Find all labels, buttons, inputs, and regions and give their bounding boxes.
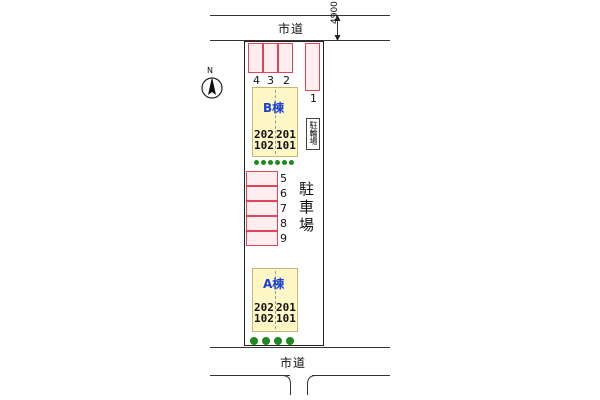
parking-area-label: 駐車場 xyxy=(297,181,315,235)
building-a-name: A棟 xyxy=(263,277,285,291)
parking-stall-8 xyxy=(246,216,278,231)
building-b-divider xyxy=(275,90,276,154)
tree-icon xyxy=(289,160,294,165)
stall-number: 7 xyxy=(280,202,287,215)
top-road-edge-lower xyxy=(210,40,390,41)
tree-icon xyxy=(282,160,287,165)
stall-number: 8 xyxy=(280,217,287,230)
building-b-name: B棟 xyxy=(263,101,285,115)
top-road-label: 市道 xyxy=(278,22,305,36)
bottom-road-label: 市道 xyxy=(280,356,307,370)
unit-number: 101 xyxy=(276,312,296,325)
bottom-road-corner-right xyxy=(307,375,316,395)
north-compass-icon xyxy=(201,77,223,99)
bottom-road-edge-lower-right xyxy=(312,375,390,376)
stall-number: 3 xyxy=(267,74,274,87)
bottom-road-edge-lower-left xyxy=(210,375,290,376)
unit-number: 102 xyxy=(254,312,274,325)
stall-number: 4 xyxy=(253,74,260,87)
dimension-line xyxy=(337,15,338,41)
tree-icon xyxy=(286,337,294,345)
parking-stall-2 xyxy=(278,43,293,73)
parking-stall-7 xyxy=(246,201,278,216)
parking-stall-4 xyxy=(248,43,263,73)
parking-stall-1 xyxy=(305,43,320,91)
stall-number: 5 xyxy=(280,172,287,185)
top-road-edge-upper xyxy=(210,15,390,16)
parking-stall-6 xyxy=(246,186,278,201)
tree-icon xyxy=(275,160,280,165)
stall-number: 1 xyxy=(310,92,317,105)
unit-number: 102 xyxy=(254,139,274,152)
bottom-road-corner-left xyxy=(282,375,291,395)
tree-icon xyxy=(254,160,259,165)
parking-stall-5 xyxy=(246,171,278,186)
unit-number: 202 xyxy=(254,301,274,314)
unit-number: 201 xyxy=(276,128,296,141)
stall-number: 9 xyxy=(280,232,287,245)
bottom-road-edge-upper xyxy=(210,347,390,348)
dimension-arrows-icon xyxy=(334,15,341,41)
stall-number: 2 xyxy=(283,74,290,87)
tree-icon xyxy=(250,337,258,345)
building-a-divider xyxy=(275,271,276,329)
unit-number: 101 xyxy=(276,139,296,152)
unit-number: 201 xyxy=(276,301,296,314)
tree-icon xyxy=(261,160,266,165)
tree-icon xyxy=(274,337,282,345)
tree-icon xyxy=(268,160,273,165)
compass-letter: N xyxy=(207,66,213,75)
tree-icon xyxy=(262,337,270,345)
unit-number: 202 xyxy=(254,128,274,141)
bike-parking: 駐輪場 xyxy=(306,118,320,150)
parking-stall-3 xyxy=(263,43,278,73)
parking-stall-9 xyxy=(246,231,278,246)
bike-parking-label: 駐輪場 xyxy=(309,121,318,145)
stall-number: 6 xyxy=(280,187,287,200)
dimension-label: 4900 xyxy=(330,1,340,24)
